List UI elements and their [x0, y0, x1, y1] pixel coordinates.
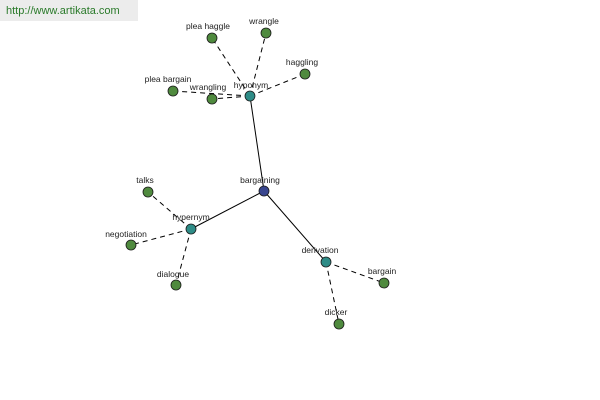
node-wrangling[interactable]: wrangling	[189, 82, 227, 105]
nodes-layer: bargaining hyponym hypernym derivation plea …	[105, 16, 397, 330]
node-plea-haggle[interactable]: plea haggle	[186, 21, 230, 44]
node-bargain[interactable]: bargain	[368, 266, 397, 289]
node-label-dicker: dicker	[325, 307, 348, 317]
edge-bargaining-hyponym	[249, 95, 265, 192]
node-label-wrangle: wrangle	[248, 16, 279, 26]
node-label-bargaining: bargaining	[240, 175, 280, 185]
node-label-hypernym: hypernym	[172, 212, 209, 222]
edge-bargaining-hypernym	[190, 190, 265, 230]
node-plea-bargain[interactable]: plea bargain	[145, 74, 192, 97]
edges-layer	[130, 32, 385, 325]
node-circle-bargaining[interactable]	[258, 185, 270, 197]
node-bargaining[interactable]: bargaining	[240, 175, 280, 197]
node-circle-hyponym[interactable]	[244, 90, 256, 102]
edge-hyponym-wrangle	[249, 32, 267, 97]
node-label-derivation: derivation	[302, 245, 339, 255]
node-dicker[interactable]: dicker	[325, 307, 348, 330]
node-circle-plea-bargain[interactable]	[167, 85, 179, 97]
node-label-talks: talks	[136, 175, 153, 185]
edge-hypernym-talks	[147, 191, 192, 230]
node-circle-hypernym[interactable]	[185, 223, 197, 235]
node-hyponym[interactable]: hyponym	[234, 80, 269, 102]
node-label-dialogue: dialogue	[157, 269, 189, 279]
edge-bargaining-derivation	[263, 190, 327, 263]
node-label-hyponym: hyponym	[234, 80, 269, 90]
node-label-haggling: haggling	[286, 57, 318, 67]
edge-derivation-dicker	[325, 261, 340, 325]
node-haggling[interactable]: haggling	[286, 57, 318, 80]
node-dialogue[interactable]: dialogue	[157, 269, 189, 291]
edge-hyponym-haggling	[249, 73, 306, 97]
node-wrangle[interactable]: wrangle	[248, 16, 279, 39]
node-talks[interactable]: talks	[136, 175, 154, 198]
node-label-plea-haggle: plea haggle	[186, 21, 230, 31]
node-label-plea-bargain: plea bargain	[145, 74, 192, 84]
edge-hypernym-dialogue	[175, 228, 192, 286]
edge-hyponym-plea-haggle	[211, 37, 251, 97]
edge-derivation-bargain	[325, 261, 385, 284]
edge-hyponym-wrangling	[211, 95, 251, 100]
node-circle-plea-haggle[interactable]	[206, 32, 218, 44]
node-circle-talks[interactable]	[142, 186, 154, 198]
node-derivation[interactable]: derivation	[302, 245, 339, 268]
node-label-wrangling: wrangling	[189, 82, 227, 92]
node-label-negotiation: negotiation	[105, 229, 147, 239]
node-circle-bargain[interactable]	[378, 277, 390, 289]
edge-hyponym-plea-bargain	[172, 90, 251, 97]
node-negotiation[interactable]: negotiation	[105, 229, 147, 251]
node-circle-dialogue[interactable]	[170, 279, 182, 291]
node-circle-negotiation[interactable]	[125, 239, 137, 251]
node-circle-dicker[interactable]	[333, 318, 345, 330]
node-circle-derivation[interactable]	[320, 256, 332, 268]
node-hypernym[interactable]: hypernym	[172, 212, 210, 235]
watermark-url[interactable]: http://www.artikata.com	[0, 0, 138, 21]
edge-hypernym-negotiation	[130, 228, 192, 246]
node-circle-wrangling[interactable]	[206, 93, 218, 105]
node-circle-haggling[interactable]	[299, 68, 311, 80]
node-label-bargain: bargain	[368, 266, 397, 276]
node-circle-wrangle[interactable]	[260, 27, 272, 39]
